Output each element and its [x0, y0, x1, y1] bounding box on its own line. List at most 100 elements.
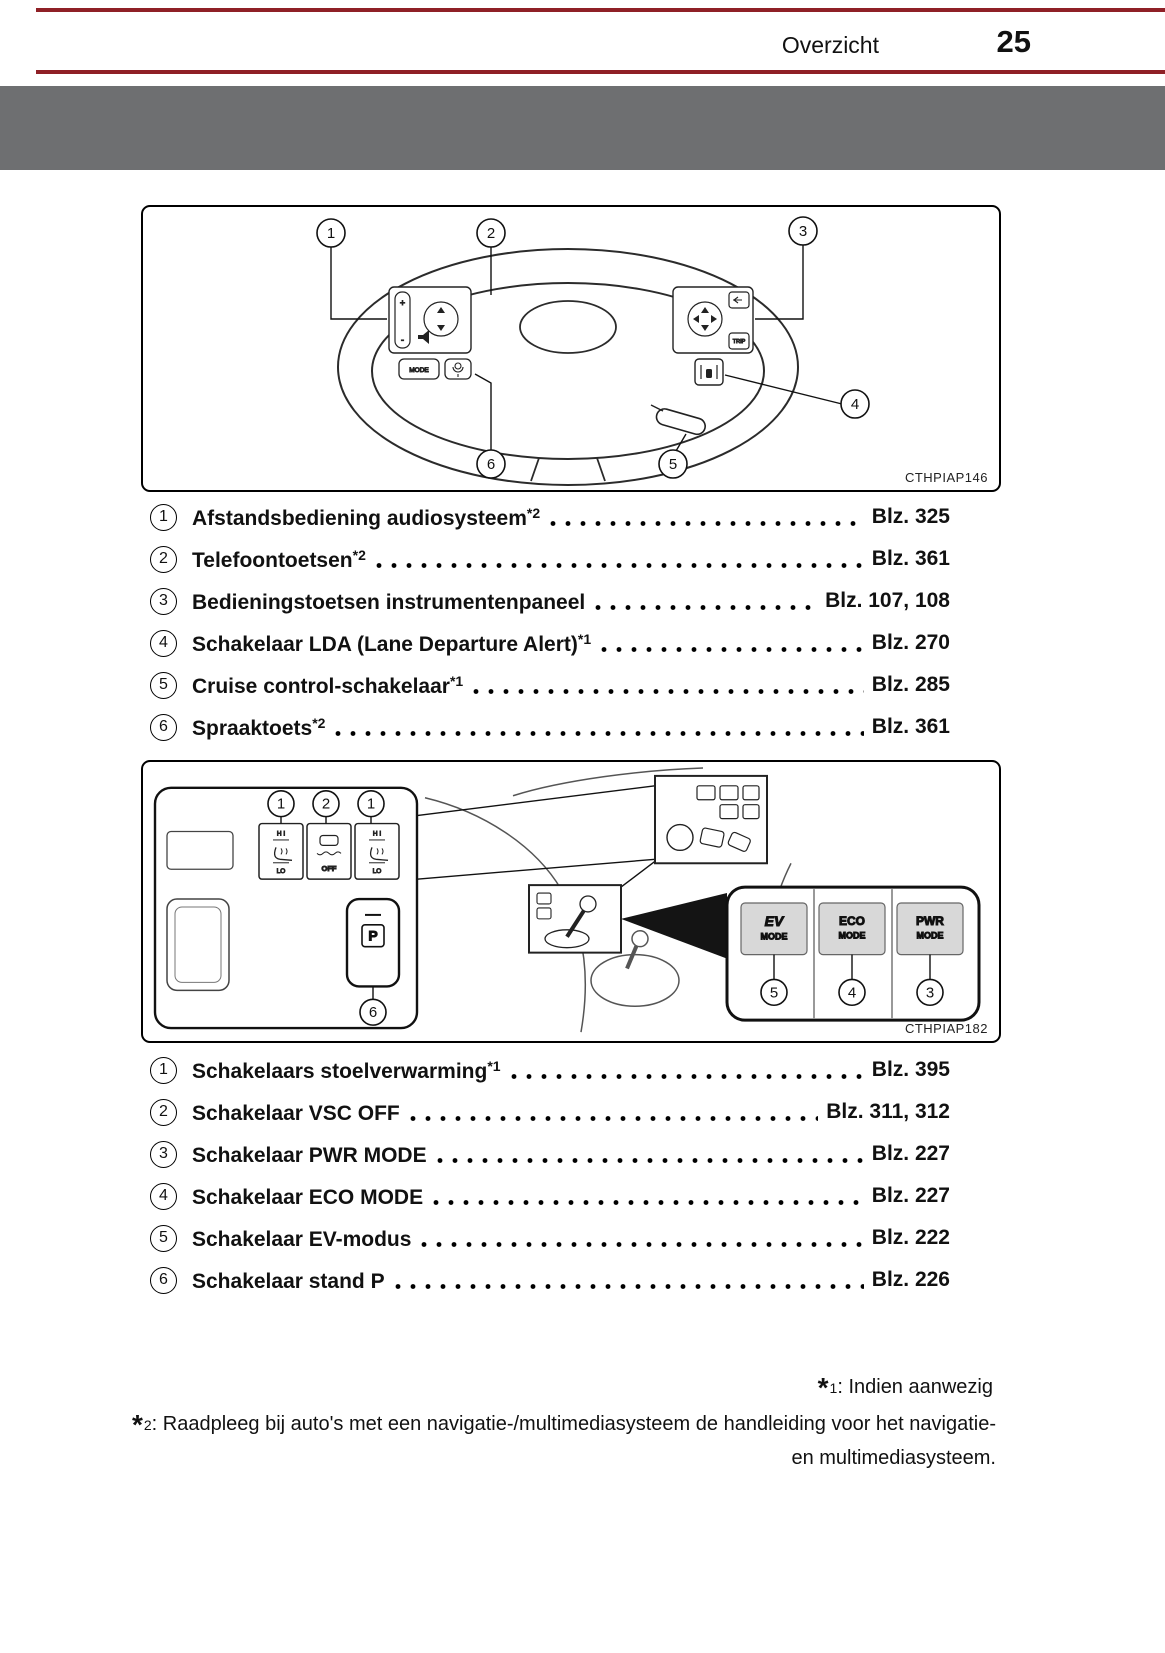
list-item: 1 Afstandsbediening audiosysteem*2 Blz. … [150, 503, 950, 531]
steering-wheel-outline [337, 248, 799, 486]
item-number: 3 [150, 1140, 177, 1168]
page-reference: Blz. 361 [871, 715, 950, 738]
list-item: 4 Schakelaar LDA (Lane Departure Alert)*… [150, 629, 950, 657]
dot-leader [375, 561, 864, 570]
console-diagram: H I LO OFF H I LO [153, 767, 981, 1033]
svg-text:1: 1 [367, 796, 375, 813]
page-reference: Blz. 285 [871, 673, 950, 696]
top-rule [36, 8, 1165, 12]
dot-leader [595, 603, 818, 612]
cruise-control-stalk [650, 404, 706, 436]
page-reference: Blz. 311, 312 [826, 1100, 950, 1123]
figure2-callouts: 1 2 1 6 5 4 3 [267, 789, 944, 1026]
svg-text:2: 2 [322, 796, 330, 813]
volume-minus-icon: - [401, 335, 404, 345]
svg-text:LO: LO [373, 868, 382, 875]
item-label: Telefoontoetsen*2 [192, 546, 366, 572]
speaker-icon [418, 330, 429, 344]
svg-text:MODE: MODE [761, 932, 788, 942]
shift-lever [565, 907, 587, 938]
svg-text:5: 5 [669, 456, 677, 473]
zoom-connectors [416, 785, 727, 959]
item-label: Schakelaar stand P [192, 1269, 385, 1293]
item-number: 1 [150, 503, 177, 531]
svg-text:2: 2 [487, 225, 495, 242]
item-label: Schakelaar ECO MODE [192, 1185, 424, 1209]
volume-rocker [394, 291, 411, 349]
vsc-off-switch: OFF [306, 822, 352, 880]
svg-text:OFF: OFF [322, 864, 337, 873]
item-label: Schakelaar EV-modus [192, 1227, 412, 1251]
item-number: 4 [150, 1182, 177, 1210]
four-way-pad-icon [687, 301, 723, 337]
page-reference: Blz. 227 [871, 1184, 950, 1207]
svg-text:3: 3 [926, 984, 934, 1001]
list-item: 1 Schakelaars stoelverwarming*1 Blz. 395 [150, 1056, 950, 1084]
steering-wheel-diagram: + - MODE TRIP [316, 216, 870, 486]
zoom-wedge [621, 893, 727, 959]
footnote-1: *1: Indien aanwezig [817, 1372, 993, 1403]
volume-plus-icon: + [400, 298, 405, 308]
seat-heater-icon [369, 847, 389, 861]
figure-center-console: H I LO OFF H I LO [141, 760, 1001, 1043]
dot-leader [436, 1156, 864, 1165]
item-number: 2 [150, 545, 177, 573]
steering-controls-list: 1 Afstandsbediening audiosysteem*2 Blz. … [150, 503, 950, 755]
page-reference: Blz. 227 [871, 1142, 950, 1165]
item-label: Schakelaar LDA (Lane Departure Alert)*1 [192, 630, 592, 656]
list-item: 6 Schakelaar stand P Blz. 226 [150, 1266, 950, 1294]
asterisk-icon: * [131, 1409, 143, 1440]
vent-slot [166, 830, 234, 870]
page-reference: Blz. 222 [871, 1226, 950, 1249]
mode-talk-buttons: MODE [398, 358, 472, 380]
callout-5: 5 [658, 449, 688, 479]
page-reference: Blz. 325 [871, 505, 950, 528]
figure-code: CTHPIAP146 [904, 470, 988, 485]
figure-steering-wheel: + - MODE TRIP [141, 205, 1001, 492]
svg-text:4: 4 [851, 396, 859, 413]
list-item: 3 Schakelaar PWR MODE Blz. 227 [150, 1140, 950, 1168]
four-way-pad-icon [423, 301, 459, 337]
console-inset-top [654, 774, 768, 865]
svg-text:MODE: MODE [917, 931, 944, 941]
asterisk-icon: * [817, 1372, 829, 1403]
mic-icon [454, 362, 462, 370]
ev-mode-button: EV MODE [740, 902, 808, 956]
svg-text:EV: EV [765, 913, 785, 929]
item-label: Cruise control-schakelaar*1 [192, 672, 464, 698]
shifter-inset [528, 884, 622, 954]
dial-icon [666, 823, 694, 852]
car-skid-icon [319, 834, 339, 846]
list-item: 5 Cruise control-schakelaar*1 Blz. 285 [150, 671, 950, 699]
pwr-mode-button: PWR MODE [896, 902, 964, 956]
item-label: Schakelaar PWR MODE [192, 1143, 427, 1167]
svg-text:4: 4 [848, 984, 856, 1001]
page-reference: Blz. 107, 108 [825, 589, 950, 612]
callout-4: 4 [838, 978, 866, 1007]
item-label: Schakelaar VSC OFF [192, 1101, 400, 1125]
figure-code: CTHPIAP182 [904, 1021, 988, 1036]
lda-switch [694, 358, 724, 386]
meter-button-cluster: TRIP [672, 286, 754, 354]
callout-4: 4 [840, 389, 870, 419]
item-number: 2 [150, 1098, 177, 1126]
seat-heater-icon [273, 847, 293, 861]
svg-text:H I: H I [373, 830, 381, 837]
svg-text:MODE: MODE [409, 367, 429, 374]
callout-1: 1 [316, 218, 346, 248]
svg-text:5: 5 [770, 984, 778, 1001]
callout-2: 2 [312, 789, 340, 818]
page-reference: Blz. 361 [871, 547, 950, 570]
chapter-band [0, 86, 1165, 170]
trip-button [728, 332, 750, 350]
dot-leader [421, 1240, 864, 1249]
callout-5: 5 [760, 978, 788, 1007]
list-item: 2 Telefoontoetsen*2 Blz. 361 [150, 545, 950, 573]
callout-3: 3 [916, 978, 944, 1007]
svg-text:1: 1 [277, 796, 285, 813]
header-rule [36, 70, 1165, 74]
callout-2: 2 [476, 218, 506, 248]
dot-leader [550, 519, 864, 528]
item-label: Afstandsbediening audiosysteem*2 [192, 504, 541, 530]
